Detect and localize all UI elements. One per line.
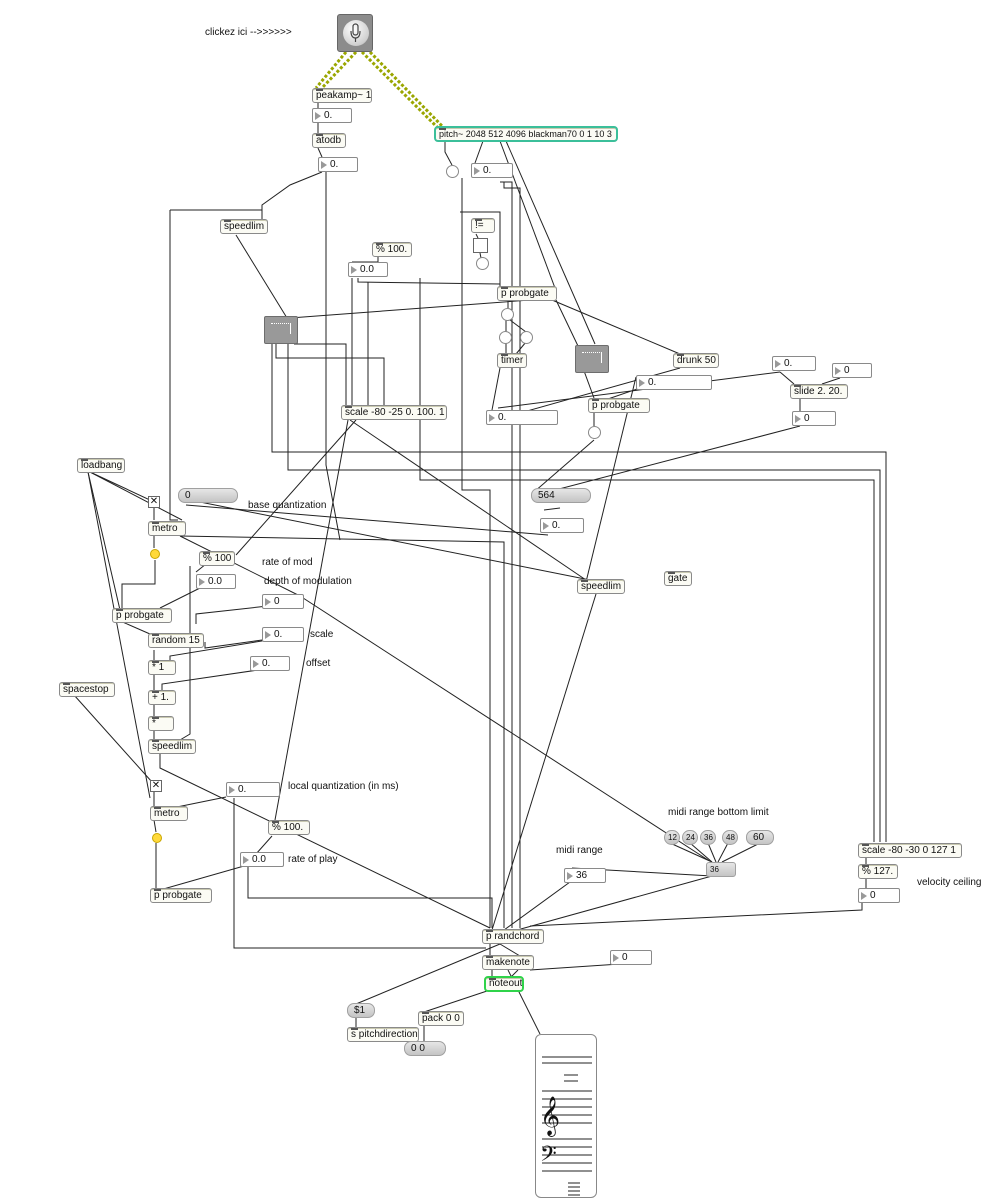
midi-range-label: midi range xyxy=(556,845,603,856)
atodb-object[interactable]: atodb xyxy=(312,133,346,148)
midi-24-message[interactable]: 24 xyxy=(682,830,698,845)
probgate-mid-object[interactable]: p probgate xyxy=(497,286,557,301)
local-quantization-label: local quantization (in ms) xyxy=(288,781,399,792)
timer-stop-bang[interactable] xyxy=(520,331,533,344)
makenote-duration-number[interactable]: 0 xyxy=(610,950,652,965)
microphone-icon xyxy=(350,23,361,42)
midi-selected-message[interactable]: 36 xyxy=(706,862,736,877)
mod-100-left-object[interactable]: % 100 xyxy=(199,551,235,566)
spacestop-object[interactable]: spacestop xyxy=(59,682,115,697)
depth-number[interactable]: 0 xyxy=(262,594,304,609)
pitch-number[interactable]: 0. xyxy=(471,163,513,178)
offset-label: offset xyxy=(306,658,331,669)
depth-of-modulation-label: depth of modulation xyxy=(264,576,352,587)
loadbang-object[interactable]: loadbang xyxy=(77,458,125,473)
atodb-number[interactable]: 0. xyxy=(318,157,358,172)
midi-range-bottom-limit-label: midi range bottom limit xyxy=(668,807,769,818)
after-564-number[interactable]: 0. xyxy=(540,518,584,533)
add-object[interactable]: + 1. xyxy=(148,690,176,705)
timer-number[interactable]: 0. xyxy=(486,410,558,425)
rate-of-play-label: rate of play xyxy=(288,854,338,865)
mod-127-object[interactable]: % 127. xyxy=(858,864,898,879)
probgate-right-bang[interactable] xyxy=(588,426,601,439)
speedlim-top-object[interactable]: speedlim xyxy=(220,219,268,234)
offset-number[interactable]: 0. xyxy=(250,656,290,671)
scale-number[interactable]: 0. xyxy=(262,627,304,642)
gswitch-right[interactable] xyxy=(575,345,609,373)
multiply-object[interactable]: * 1 xyxy=(148,660,176,675)
probgate-bottom-object[interactable]: p probgate xyxy=(150,888,212,903)
scale-velocity-object[interactable]: scale -80 -30 0 127 1 xyxy=(858,843,962,858)
mod-100-bottom-object[interactable]: % 100. xyxy=(268,820,310,835)
slide-input-number[interactable]: 0 xyxy=(832,363,872,378)
probgate-mid-bang[interactable] xyxy=(501,308,514,321)
scale-label: scale xyxy=(310,629,334,640)
randchord-object[interactable]: p randchord xyxy=(482,929,544,944)
metro-bottom-object[interactable]: metro xyxy=(150,806,188,821)
pack-output-message[interactable]: 0 0 xyxy=(404,1041,446,1056)
midi-36-message[interactable]: 36 xyxy=(700,830,716,845)
midi-12-message[interactable]: 12 xyxy=(664,830,680,845)
midi-range-number[interactable]: 36 xyxy=(564,868,606,883)
rate-of-play-number[interactable]: 0.0 xyxy=(240,852,284,867)
star-object[interactable]: * xyxy=(148,716,174,731)
drunk-number[interactable]: 0. xyxy=(772,356,816,371)
mod-top-number[interactable]: 0.0 xyxy=(348,262,388,277)
pitch-object[interactable]: pitch~ 2048 512 4096 blackman70 0 1 10 3 xyxy=(434,126,618,142)
speedlim-left-object[interactable]: speedlim xyxy=(148,739,196,754)
timer-start-bang[interactable] xyxy=(499,331,512,344)
base-quantization-message[interactable]: 0 xyxy=(178,488,238,503)
gate-object[interactable]: gate xyxy=(664,571,692,586)
pitch-bang[interactable] xyxy=(446,165,459,178)
speedlim-center-object[interactable]: speedlim xyxy=(577,579,625,594)
midi-60-message[interactable]: 60 xyxy=(746,830,774,845)
rate-of-mod-label: rate of mod xyxy=(262,557,313,568)
metro-bottom-bang[interactable] xyxy=(152,833,162,843)
staff-notation-display[interactable]: 𝄞 𝄢 xyxy=(535,1034,597,1198)
svg-text:𝄢: 𝄢 xyxy=(540,1142,557,1172)
scale-main-object[interactable]: scale -80 -25 0. 100. 1 xyxy=(341,405,447,420)
velocity-ceiling-label: velocity ceiling xyxy=(917,877,982,888)
dollar1-message[interactable]: $1 xyxy=(347,1003,375,1018)
velocity-number[interactable]: 0 xyxy=(858,888,900,903)
gswitch-left[interactable] xyxy=(264,316,298,344)
probgate-right-object[interactable]: p probgate xyxy=(588,398,650,413)
peakamp-object[interactable]: peakamp~ 1 xyxy=(312,88,372,103)
neq-object[interactable]: != xyxy=(471,218,495,233)
peakamp-number[interactable]: 0. xyxy=(312,108,352,123)
metro-top-bang[interactable] xyxy=(150,549,160,559)
makenote-object[interactable]: makenote xyxy=(482,955,534,970)
slide-object[interactable]: slide 2. 20. xyxy=(790,384,848,399)
noteout-object[interactable]: noteout xyxy=(484,976,524,992)
mod-100-top-object[interactable]: % 100. xyxy=(372,242,412,257)
adc-microphone-button[interactable] xyxy=(337,14,373,52)
drunk-object[interactable]: drunk 50 xyxy=(673,353,719,368)
base-quantization-label: base quantization xyxy=(248,500,327,511)
metro-bottom-toggle[interactable]: ✕ xyxy=(150,780,162,792)
probgate-right-input-number[interactable]: 0. xyxy=(636,375,712,390)
timer-object[interactable]: timer xyxy=(497,353,527,368)
neq-bang[interactable] xyxy=(476,257,489,270)
rate-of-mod-number[interactable]: 0.0 xyxy=(196,574,236,589)
midi-48-message[interactable]: 48 xyxy=(722,830,738,845)
grand-staff-icon: 𝄞 𝄢 xyxy=(540,1056,592,1196)
value-564-message[interactable]: 564 xyxy=(531,488,591,503)
slide-output-number[interactable]: 0 xyxy=(792,411,836,426)
svg-text:𝄞: 𝄞 xyxy=(540,1096,560,1137)
metro-top-object[interactable]: metro xyxy=(148,521,186,536)
neq-toggle[interactable] xyxy=(473,238,488,253)
probgate-left-object[interactable]: p probgate xyxy=(112,608,172,623)
local-quantization-number[interactable]: 0. xyxy=(226,782,280,797)
click-here-comment: clickez ici -->>>>>> xyxy=(205,27,292,38)
random-object[interactable]: random 15 xyxy=(148,633,204,648)
send-pitchdirection-object[interactable]: s pitchdirection xyxy=(347,1027,419,1042)
metro-top-toggle[interactable]: ✕ xyxy=(148,496,160,508)
pack-object[interactable]: pack 0 0 xyxy=(418,1011,464,1026)
